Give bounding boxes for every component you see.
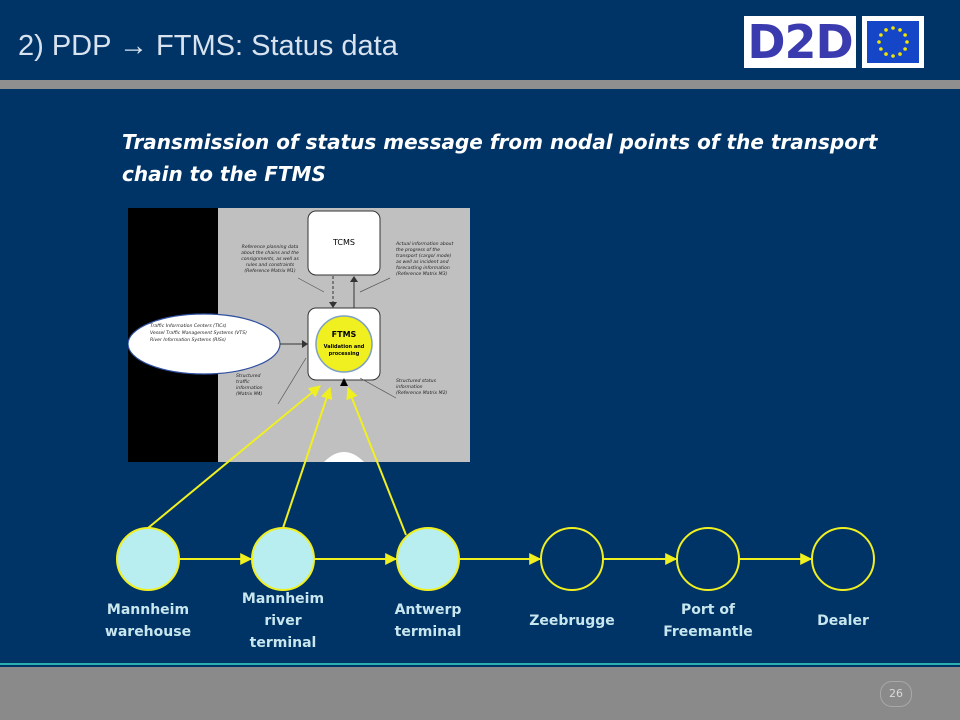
eu-star-icon bbox=[898, 28, 902, 32]
ftms-architecture-diagram: TCMS FTMS Validation and processing bbox=[127, 208, 470, 462]
eu-star-icon bbox=[903, 33, 907, 37]
status-arrowhead bbox=[340, 378, 348, 386]
chain-node-label: Dealer bbox=[778, 610, 908, 632]
chain-node-label-line: terminal bbox=[249, 635, 317, 651]
eu-star-icon bbox=[891, 26, 895, 30]
tcms-arrowhead bbox=[329, 302, 337, 308]
leader-structured-status bbox=[359, 377, 397, 399]
slide-title: 2) PDP → FTMS: Status data bbox=[18, 30, 398, 62]
ftms-subtitle-2: processing bbox=[329, 351, 360, 357]
chain-node-circle bbox=[396, 527, 460, 591]
eu-star-icon bbox=[879, 33, 883, 37]
eu-star-icon bbox=[903, 47, 907, 51]
slide-subtitle: Transmission of status message from noda… bbox=[122, 130, 878, 186]
chain-node-label-line: terminal bbox=[394, 624, 462, 640]
chain-node-label: Port of Freemantle bbox=[643, 599, 773, 643]
inset-notch bbox=[324, 452, 364, 462]
eu-star-icon bbox=[898, 52, 902, 56]
footer-divider bbox=[0, 663, 960, 665]
page-number: 26 bbox=[880, 681, 912, 707]
leader-ref-planning bbox=[297, 277, 325, 293]
tcms-label: TCMS bbox=[332, 238, 355, 247]
status-report-arrow bbox=[282, 386, 333, 529]
chain-node-label-line: river bbox=[264, 613, 302, 629]
chain-node-label: Mannheim warehouse bbox=[83, 599, 213, 643]
footer-bar bbox=[0, 667, 960, 720]
chain-node-circle bbox=[540, 527, 604, 591]
chain-node-circle bbox=[251, 527, 315, 591]
note-traffic-centers: Traffic Information Centers (TICs)Vessel… bbox=[150, 323, 247, 343]
chain-node-label: Antwerp terminal bbox=[363, 599, 493, 643]
eu-star-icon bbox=[891, 54, 895, 58]
leader-structured-traffic bbox=[277, 357, 307, 405]
chain-node-label-line: Port of bbox=[680, 602, 736, 618]
chain-node-label-line: Mannheim bbox=[106, 602, 190, 618]
chain-node-label: Mannheim river terminal bbox=[218, 588, 348, 654]
ftms-subtitle-1: Validation and bbox=[324, 344, 365, 350]
chain-node-label-line: Mannheim bbox=[241, 591, 325, 607]
traffic-arrowhead bbox=[302, 340, 308, 348]
chain-node-label-line: Zeebrugge bbox=[529, 613, 615, 629]
ftms-title: FTMS bbox=[332, 330, 357, 339]
chain-node-label-line: Dealer bbox=[817, 613, 869, 629]
eu-star-icon bbox=[884, 28, 888, 32]
ftms-arrowhead bbox=[350, 276, 358, 282]
title-divider bbox=[0, 80, 960, 89]
chain-node-label-line: Antwerp bbox=[394, 602, 462, 618]
eu-star-icon bbox=[905, 40, 909, 44]
chain-node-label-line: warehouse bbox=[104, 624, 192, 640]
chain-node-label-line: Freemantle bbox=[663, 624, 753, 640]
chain-node-circle bbox=[811, 527, 875, 591]
ftms-circle bbox=[315, 315, 373, 373]
eu-star-icon bbox=[879, 47, 883, 51]
eu-star-icon bbox=[877, 40, 881, 44]
status-report-arrow bbox=[147, 385, 321, 529]
d2d-logo: D2D bbox=[744, 16, 856, 68]
chain-node-circle bbox=[116, 527, 180, 591]
leader-actual-info bbox=[359, 277, 391, 293]
eu-flag-icon bbox=[862, 16, 924, 68]
chain-node-circle bbox=[676, 527, 740, 591]
status-report-arrow bbox=[346, 386, 407, 536]
eu-star-icon bbox=[884, 52, 888, 56]
chain-node-label: Zeebrugge bbox=[507, 610, 637, 632]
tcms-box bbox=[307, 210, 381, 276]
